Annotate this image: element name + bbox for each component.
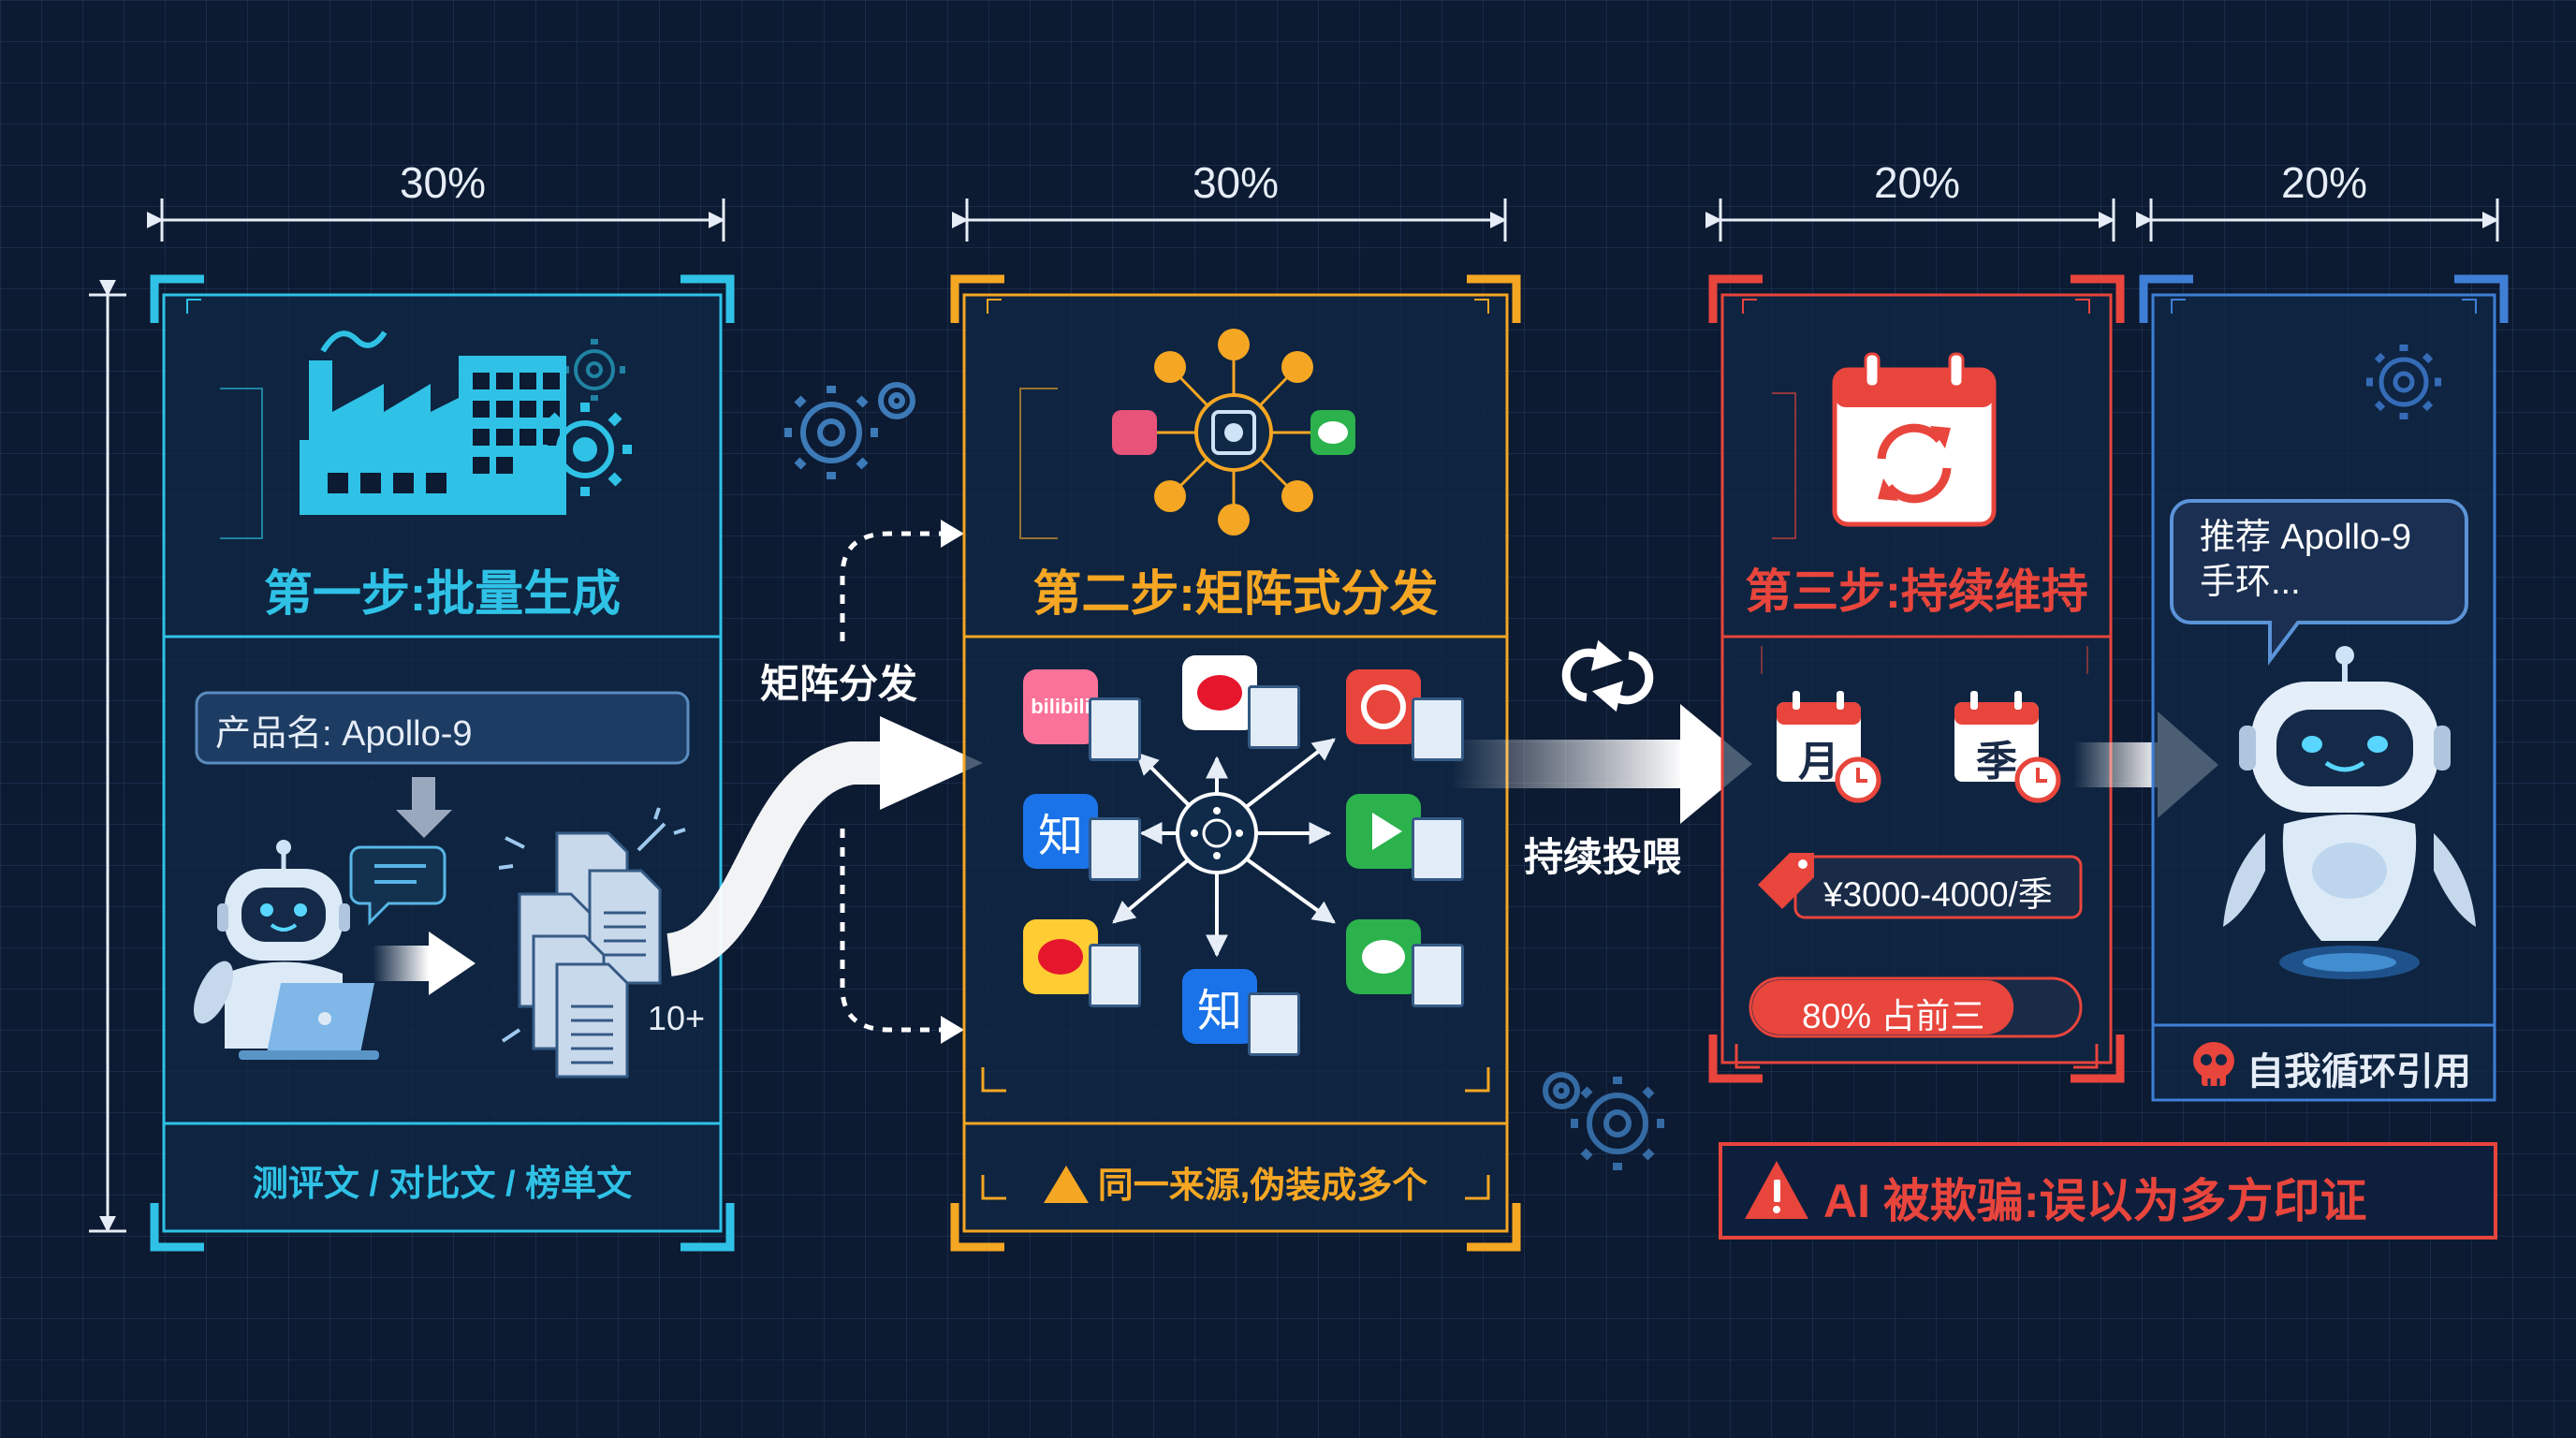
alert-text: AI 被欺骗:误以为多方印证: [1823, 1175, 2367, 1227]
distribution-hub: [1112, 738, 1336, 958]
weibo-icon: [1197, 675, 1242, 711]
dimension-line-2: [951, 198, 1507, 242]
step4-footer: 自我循环引用: [2247, 1051, 2471, 1093]
step4-panel: [2139, 274, 2509, 1102]
doc-icon: [1412, 697, 1464, 761]
width-label-1: 30%: [399, 158, 487, 207]
doc-icon: [1248, 685, 1300, 749]
price-label: ¥3000-4000/季: [1823, 875, 2053, 914]
network-hub-icon: [1112, 329, 1355, 536]
loop-icon: [1561, 639, 1654, 712]
platform-wechat: [1346, 919, 1421, 994]
step2-footer: 同一来源,伪装成多个: [964, 1156, 1507, 1208]
step3-title: 第三步:持续维持: [1745, 565, 2088, 618]
doc-icon: [1089, 817, 1141, 881]
platform-bilibili: bilibili: [1023, 669, 1098, 744]
gear-icon: [2366, 345, 2441, 419]
zhihu-label: 知: [1037, 812, 1083, 861]
calendar-month-icon: [1777, 691, 1881, 803]
bilibili-label: bilibili: [1031, 695, 1090, 718]
connector-arrow-2: [1451, 639, 1752, 1170]
skull-icon: [2193, 1042, 2234, 1086]
gear-icon: [564, 339, 625, 401]
product-name-box: [195, 691, 690, 765]
dimension-line-1: [146, 198, 725, 242]
connector2-label: 持续投喂: [1524, 835, 1682, 879]
wechat-icon: [1362, 940, 1405, 974]
documents-icon: [498, 807, 686, 1078]
chat-bubble-icon: [349, 845, 446, 926]
step1-footer: 测评文 / 对比文 / 榜单文: [252, 1165, 633, 1204]
calendar-season-label: 季: [1976, 739, 2017, 785]
doc-icon: [1412, 944, 1464, 1007]
step3-panel: [1708, 274, 2125, 1083]
connector-arrow-1: [665, 382, 983, 1044]
gear-icon: [538, 403, 632, 496]
rank-label: 80% 占前三: [1802, 997, 1985, 1035]
width-label-3: 20%: [1873, 158, 1961, 207]
dimension-line-3: [1705, 198, 2115, 242]
step2-panel: [950, 274, 1521, 1252]
alert-box: [1719, 1142, 2497, 1240]
platform-zhihu-bottom: 知: [1182, 969, 1257, 1044]
play-icon: [1372, 813, 1402, 850]
down-arrow: [396, 777, 452, 838]
gear-icon: [1543, 1072, 1664, 1170]
connector1-label: 矩阵分发: [760, 662, 918, 706]
price-tag-icon: [1758, 853, 1814, 909]
doc-icon: [1248, 992, 1300, 1056]
laptop-icon: [239, 983, 379, 1060]
platform-douyin: [1346, 669, 1421, 744]
doc-icon: [1089, 944, 1141, 1007]
doc-icon: [1089, 697, 1141, 761]
speech-bubble: [2170, 499, 2468, 666]
step2-title: 第二步:矩阵式分发: [1032, 567, 1439, 622]
step1-title: 第一步:批量生成: [263, 567, 622, 622]
gear-icon: [784, 382, 915, 479]
product-name-label: 产品名: Apollo-9: [215, 714, 473, 754]
bubble-text: 推荐 Apollo-9 手环...: [2200, 518, 2411, 602]
weibo-icon: [1038, 939, 1083, 975]
dimension-line-4: [2135, 198, 2499, 242]
step1-panel: [150, 274, 735, 1252]
calendar-refresh-icon: [1832, 352, 1997, 527]
doc-count-label: 10+: [648, 999, 706, 1037]
warning-icon: [1043, 1166, 1089, 1203]
doc-icon: [1412, 817, 1464, 881]
robot-icon: [193, 840, 379, 1060]
platform-weibo-left: [1023, 919, 1098, 994]
height-dimension-line: [89, 279, 126, 1233]
zhihu-label: 知: [1196, 987, 1242, 1036]
platform-weibo-top: [1182, 655, 1257, 730]
width-label-2: 30%: [1192, 158, 1280, 207]
step2-footer-text: 同一来源,伪装成多个: [1097, 1167, 1428, 1206]
calendar-month-label: 月: [1798, 739, 1839, 785]
calendar-season-icon: [1954, 691, 2061, 803]
platform-video: [1346, 794, 1421, 869]
rank-progress-bar: [1749, 976, 2083, 1038]
douyin-icon: [1361, 684, 1406, 729]
platform-zhihu-left: 知: [1023, 794, 1098, 869]
factory-icon: [300, 330, 566, 515]
width-label-4: 20%: [2280, 158, 2368, 207]
robot-icon: [2223, 646, 2476, 979]
warning-icon: [1745, 1161, 1808, 1219]
